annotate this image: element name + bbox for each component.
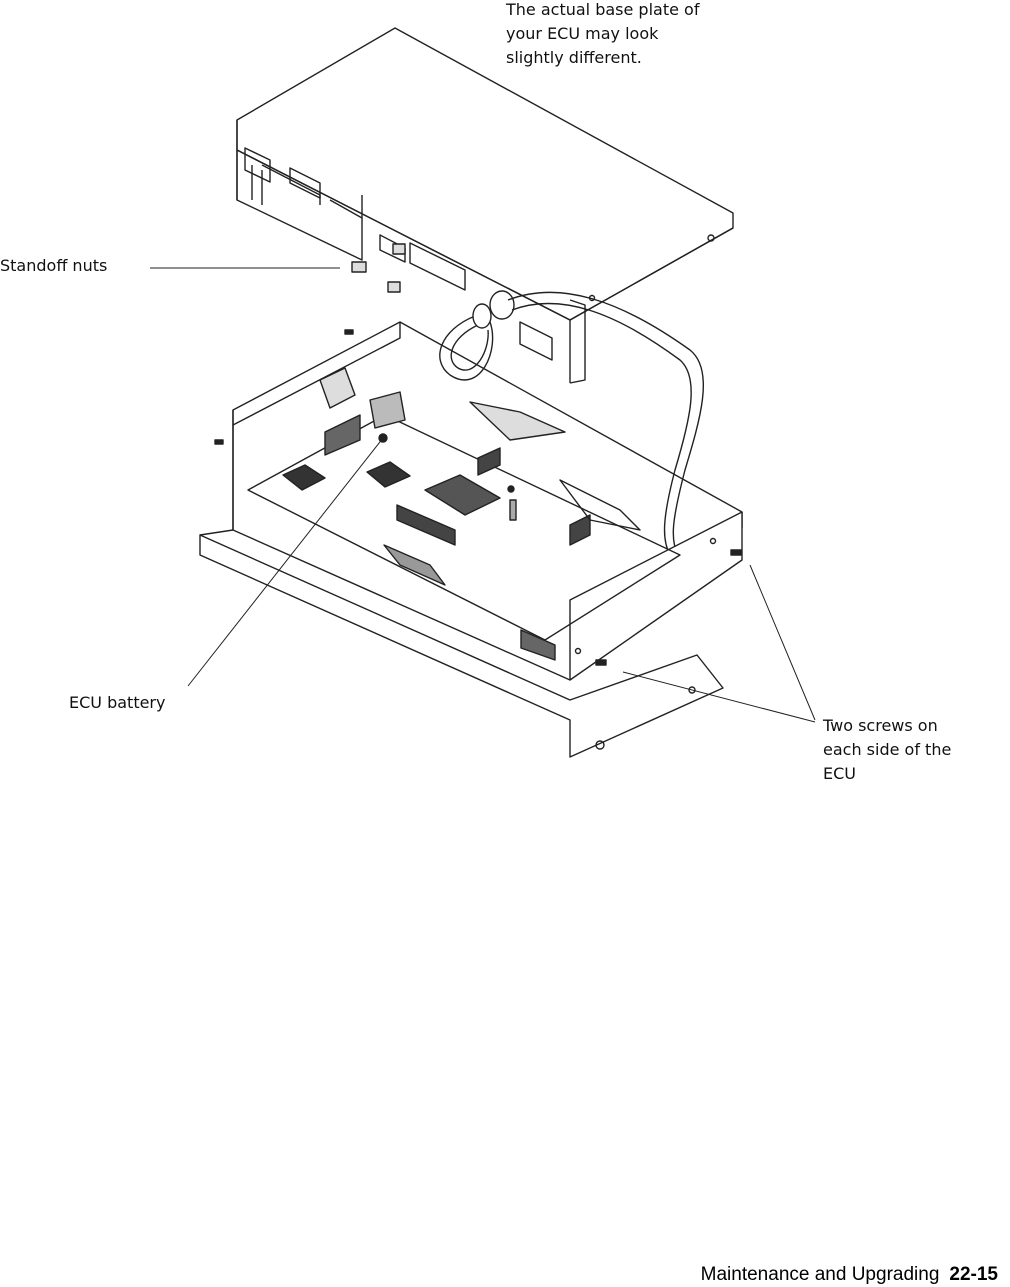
base-plate-note: The actual base plate of your ECU may lo… [506, 0, 699, 70]
page-number: 22-15 [949, 1264, 998, 1285]
screws-leader-1 [622, 671, 816, 723]
note-line: your ECU may look [506, 24, 659, 43]
base-plate [236, 27, 734, 384]
page-footer: Maintenance and Upgrading 22-15 [701, 1264, 998, 1286]
battery-leader [187, 437, 384, 687]
screws-line: ECU [823, 764, 856, 783]
ecu-cable [439, 290, 705, 556]
note-line: The actual base plate of [506, 0, 700, 19]
screws-line: Two screws on [823, 716, 938, 735]
leader-lines [150, 267, 816, 723]
screws-leader-2 [749, 564, 816, 721]
note-line: slightly different. [506, 48, 642, 67]
screws-label: Two screws on each side of the ECU [823, 714, 951, 786]
standoff-nuts-label: Standoff nuts [0, 256, 108, 275]
footer-section-title: Maintenance and Upgrading [700, 1264, 940, 1285]
ecu-chassis [199, 321, 743, 758]
ecu-battery-label: ECU battery [69, 693, 166, 712]
circuit-board [247, 367, 681, 661]
standoff-nuts [351, 243, 406, 293]
screws-line: each side of the [823, 740, 952, 759]
